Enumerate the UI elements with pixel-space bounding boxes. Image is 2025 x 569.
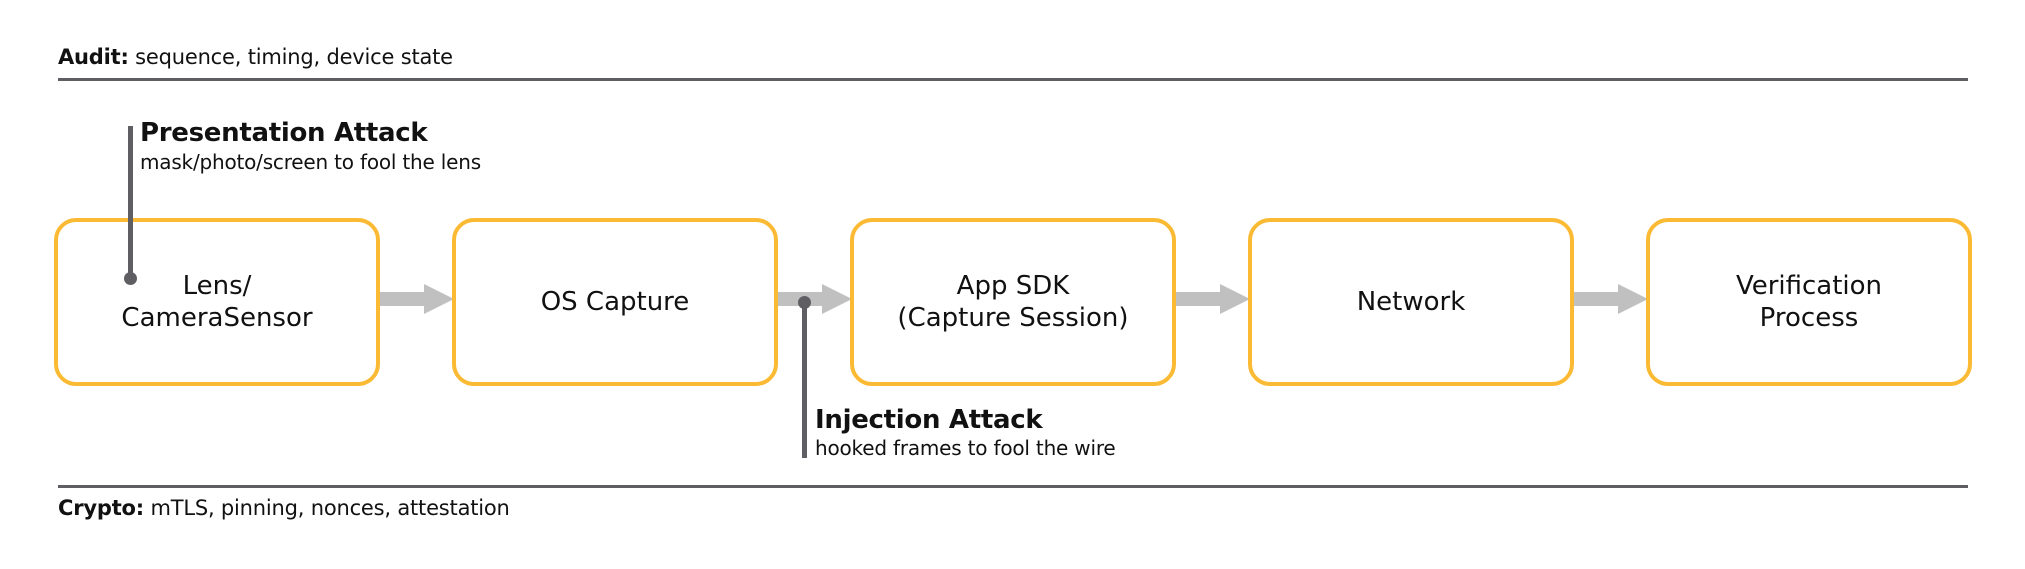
flow-arrow-3 <box>1176 284 1250 314</box>
arrow-shaft <box>1574 292 1620 306</box>
audit-key: Audit: <box>58 45 129 69</box>
arrow-shaft <box>380 292 426 306</box>
audit-band-label: Audit: sequence, timing, device state <box>58 45 453 69</box>
stage-verification-process: Verification Process <box>1646 218 1972 386</box>
arrow-head-icon <box>1618 284 1648 314</box>
crypto-value: mTLS, pinning, nonces, attestation <box>150 496 510 520</box>
flow-arrow-2 <box>778 284 852 314</box>
presentation-attack-marker-dot <box>124 272 137 285</box>
injection-attack-marker-dot <box>798 296 811 309</box>
stage-label: App SDK (Capture Session) <box>897 271 1129 333</box>
stage-label: OS Capture <box>540 287 690 317</box>
crypto-divider <box>58 485 1968 488</box>
arrow-head-icon <box>424 284 454 314</box>
stage-label: Lens/ CameraSensor <box>121 271 313 333</box>
presentation-attack-description: mask/photo/screen to fool the lens <box>140 150 481 174</box>
arrow-head-icon <box>1220 284 1250 314</box>
stage-network: Network <box>1248 218 1574 386</box>
audit-value: sequence, timing, device state <box>135 45 453 69</box>
stage-os-capture: OS Capture <box>452 218 778 386</box>
presentation-attack-title: Presentation Attack <box>140 118 428 148</box>
stage-label: Network <box>1356 287 1466 317</box>
stage-lens-camera-sensor: Lens/ CameraSensor <box>54 218 380 386</box>
injection-attack-title: Injection Attack <box>815 405 1043 435</box>
injection-attack-marker-line <box>802 302 807 458</box>
stage-app-sdk: App SDK (Capture Session) <box>850 218 1176 386</box>
arrow-head-icon <box>822 284 852 314</box>
flow-arrow-1 <box>380 284 454 314</box>
arrow-shaft <box>1176 292 1222 306</box>
crypto-band-label: Crypto: mTLS, pinning, nonces, attestati… <box>58 496 510 520</box>
flow-arrow-4 <box>1574 284 1648 314</box>
injection-attack-description: hooked frames to fool the wire <box>815 436 1116 460</box>
audit-divider <box>58 78 1968 81</box>
crypto-key: Crypto: <box>58 496 144 520</box>
stage-label: Verification Process <box>1735 271 1883 333</box>
presentation-attack-marker-line <box>128 126 133 278</box>
